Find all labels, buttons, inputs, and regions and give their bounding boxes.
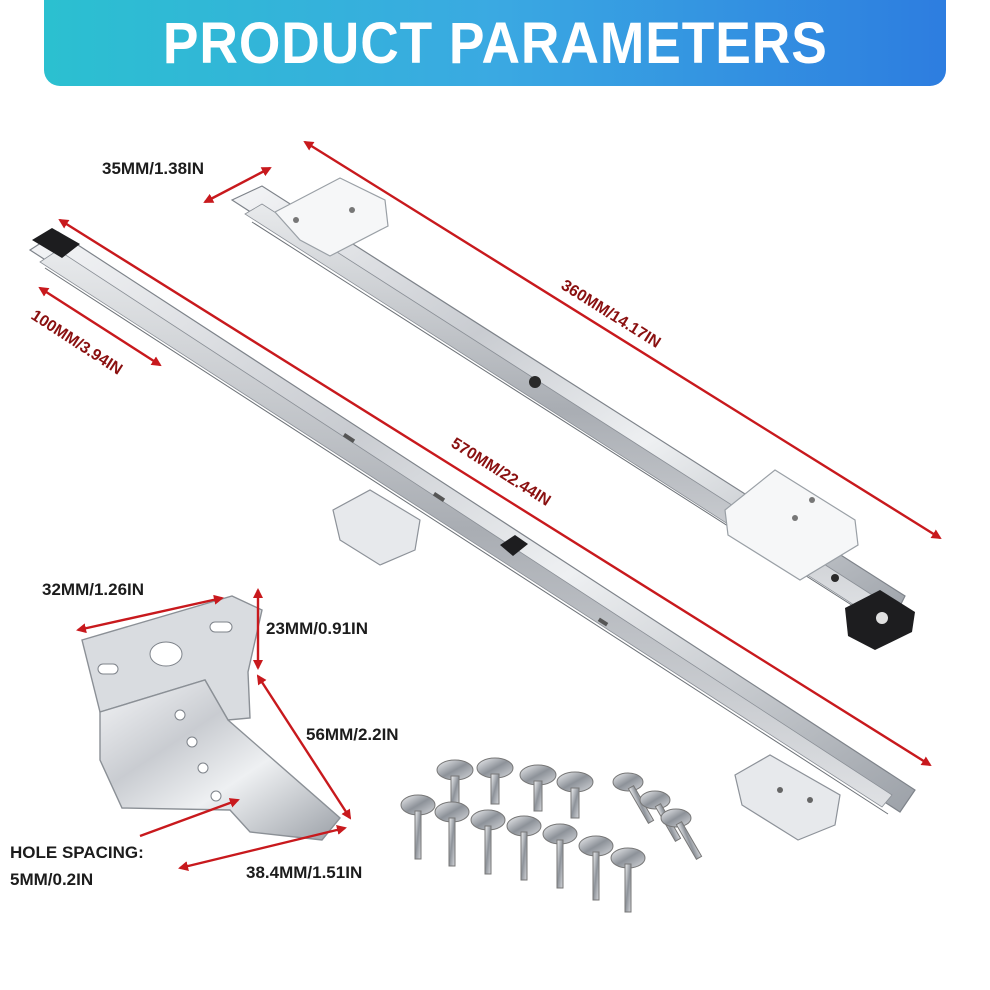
bracket-base-arrow — [178, 825, 347, 871]
screw — [519, 764, 557, 812]
bracket-depth-label: 56MM/2.2IN — [306, 725, 399, 744]
screw — [506, 815, 542, 881]
bracket-width-label: 32MM/1.26IN — [42, 580, 144, 599]
screw — [660, 808, 703, 861]
screw — [436, 759, 474, 807]
short-rail-length-label: 360MM/14.17IN — [558, 277, 664, 352]
screw — [400, 794, 436, 860]
screw — [610, 847, 646, 913]
screw — [612, 772, 655, 825]
rail-width-label: 35MM/1.38IN — [102, 159, 204, 178]
dimension-arrows — [38, 140, 942, 871]
hole-spacing-value: 5MM/0.2IN — [10, 870, 93, 889]
screw-set — [400, 757, 703, 913]
long-rail-arrow — [58, 218, 932, 767]
screw — [578, 835, 614, 901]
screw — [470, 809, 506, 875]
hole-spacing-arrow — [139, 798, 240, 838]
title-banner: PRODUCT PARAMETERS — [44, 0, 946, 86]
page-title: PRODUCT PARAMETERS — [162, 10, 828, 76]
bracket-width-arrow — [76, 594, 224, 634]
bracket-base-label: 38.4MM/1.51IN — [246, 863, 362, 882]
bracket-height-label: 23MM/0.91IN — [266, 619, 368, 638]
rail-width-arrow — [203, 166, 272, 204]
front-extension-label: 100MM/3.94IN — [28, 307, 125, 378]
hole-spacing-label: HOLE SPACING: — [10, 843, 144, 862]
screw — [434, 801, 470, 867]
screw — [556, 771, 594, 819]
screw — [476, 757, 514, 805]
screw — [542, 823, 578, 889]
bracket-depth-arrow — [256, 674, 352, 820]
